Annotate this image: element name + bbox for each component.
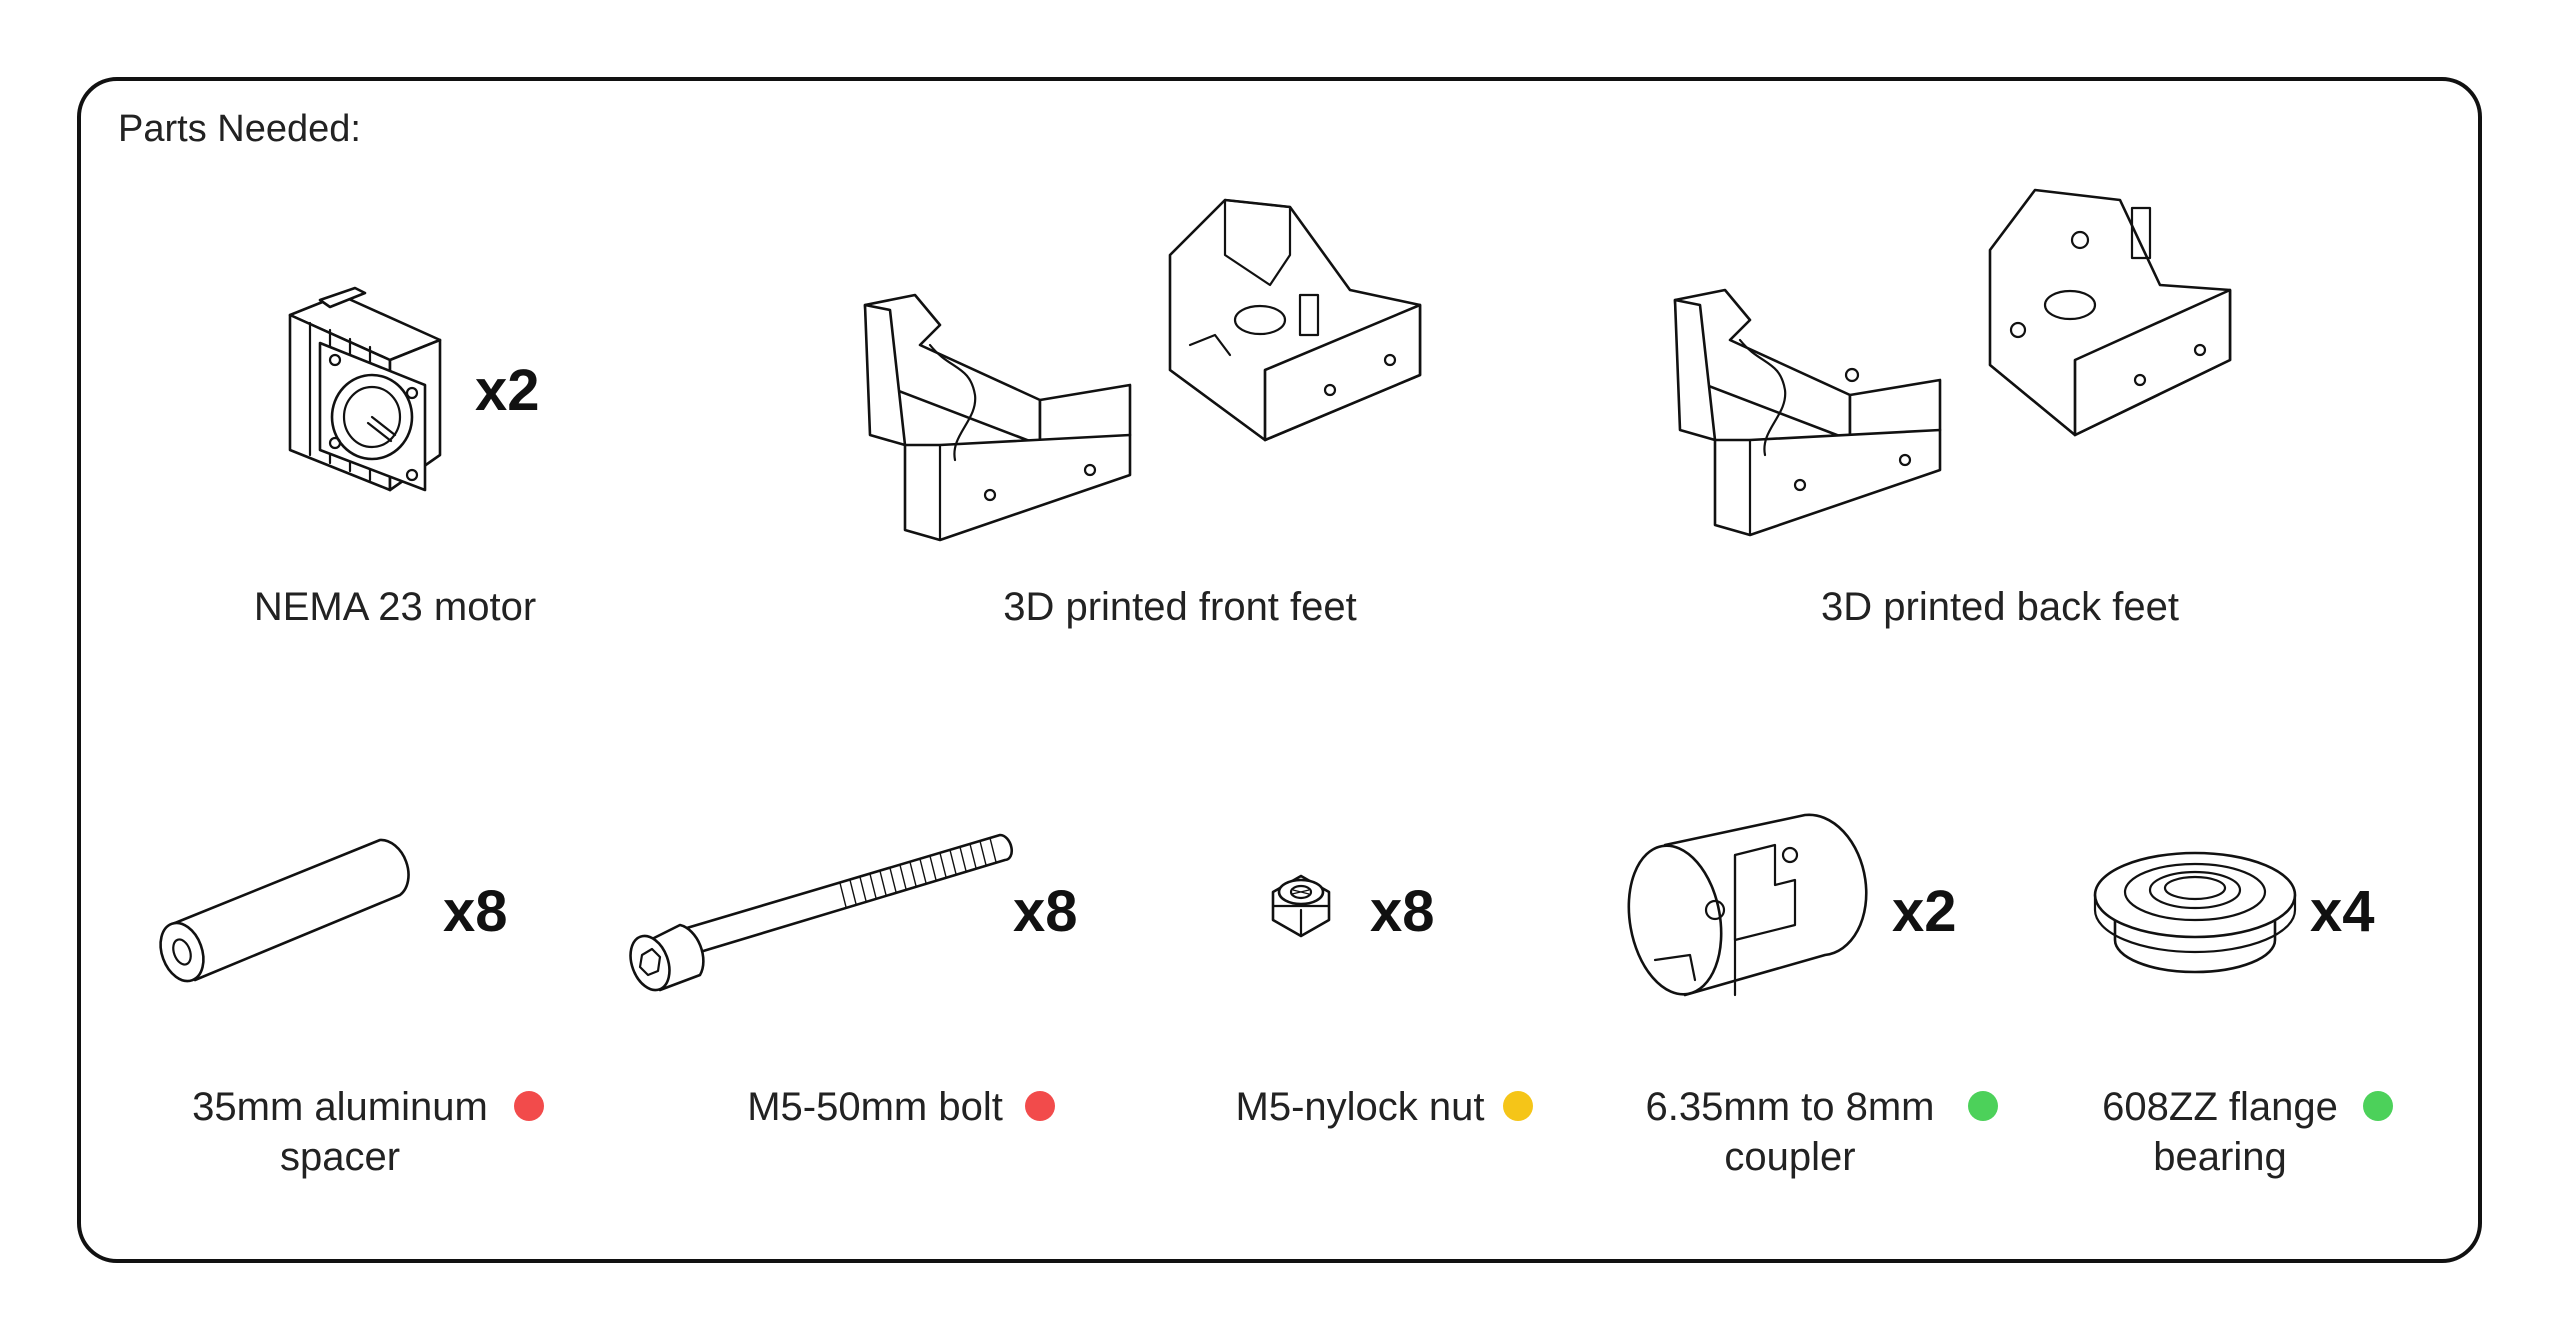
bolt-icon	[629, 833, 1014, 992]
label-bearing: 608ZZ flange bearing	[2060, 1082, 2380, 1182]
label-nut: M5-nylock nut	[1200, 1082, 1520, 1132]
status-dot-green	[1968, 1091, 1998, 1121]
label-line: 608ZZ flange	[2102, 1085, 2338, 1129]
back-feet-icon	[1673, 188, 2232, 537]
quantity-motor: x2	[475, 358, 540, 423]
parts-panel	[77, 77, 2482, 1263]
coupler-icon	[1627, 813, 1868, 997]
label-line: spacer	[279, 1135, 401, 1179]
label-line: bearing	[2153, 1135, 2287, 1179]
status-dot-yellow	[1503, 1091, 1533, 1121]
label-line: NEMA 23 motor	[253, 585, 537, 629]
label-back-feet: 3D printed back feet	[1760, 582, 2240, 632]
quantity-coupler: x2	[1892, 879, 1957, 944]
label-line: 6.35mm to 8mm	[1645, 1085, 1935, 1129]
flange-bearing-icon	[2093, 851, 2297, 974]
parts-heading: Parts Needed:	[118, 108, 361, 150]
quantity-bearing: x4	[2310, 879, 2375, 944]
label-line: 3D printed front feet	[1003, 585, 1357, 629]
status-dot-red	[1025, 1091, 1055, 1121]
quantity-bolt: x8	[1013, 879, 1078, 944]
status-dot-green	[2363, 1091, 2393, 1121]
label-line: M5-nylock nut	[1235, 1085, 1485, 1129]
label-spacer: 35mm aluminum spacer	[140, 1082, 540, 1182]
label-coupler: 6.35mm to 8mm coupler	[1610, 1082, 1970, 1182]
nylock-nut-icon	[1271, 874, 1331, 938]
label-line: 35mm aluminum	[192, 1085, 488, 1129]
status-dot-red	[514, 1091, 544, 1121]
label-motor: NEMA 23 motor	[210, 582, 580, 632]
label-front-feet: 3D printed front feet	[940, 582, 1420, 632]
nema23-motor-icon	[288, 286, 442, 492]
label-line: M5-50mm bolt	[747, 1085, 1003, 1129]
quantity-nut: x8	[1370, 879, 1435, 944]
aluminum-spacer-icon	[159, 838, 410, 983]
quantity-spacer: x8	[443, 879, 508, 944]
label-line: coupler	[1724, 1135, 1856, 1179]
label-bolt: M5-50mm bolt	[700, 1082, 1050, 1132]
label-line: 3D printed back feet	[1821, 585, 2179, 629]
front-feet-icon	[863, 198, 1422, 542]
